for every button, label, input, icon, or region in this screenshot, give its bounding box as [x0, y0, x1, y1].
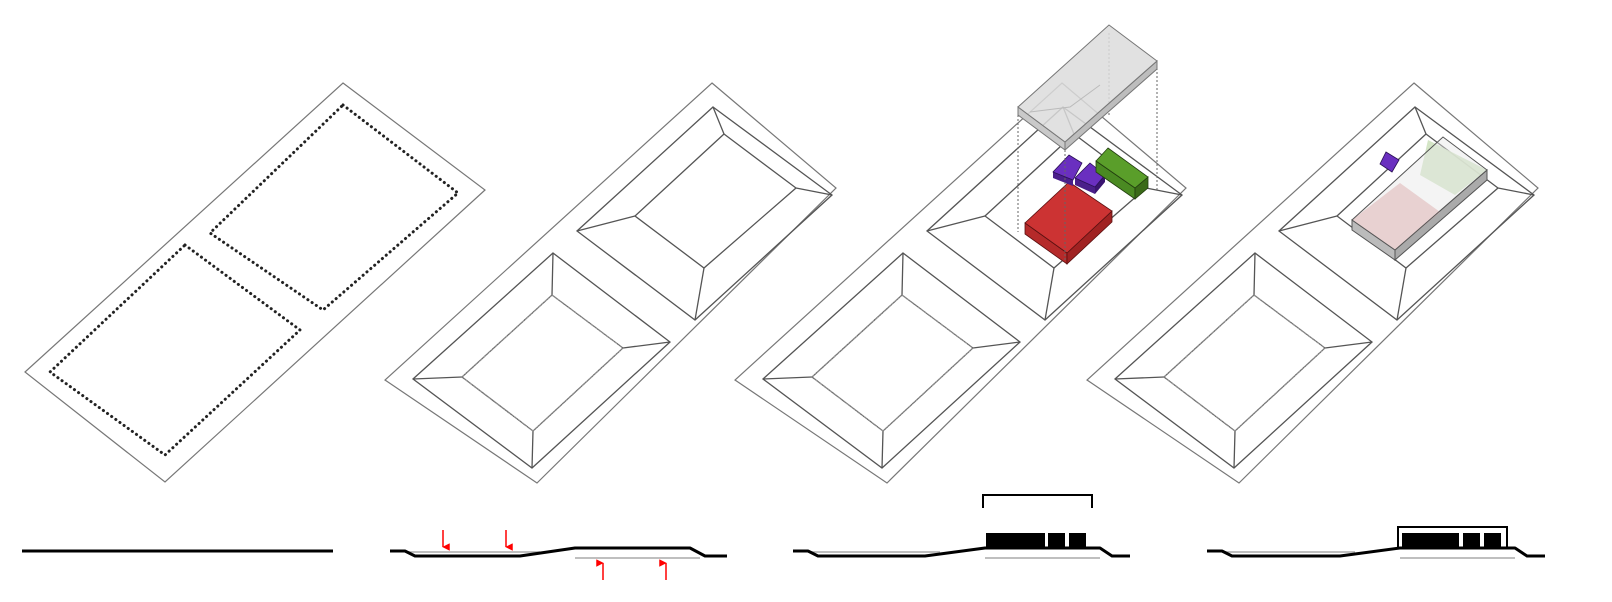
panel-excavate-raise [385, 83, 836, 483]
section-2 [390, 530, 727, 580]
section-3 [793, 494, 1130, 559]
dotted-plot-lower [47, 243, 303, 457]
site-outline [24, 82, 486, 483]
panel-site [24, 82, 486, 483]
section-4 [1207, 526, 1545, 559]
green-block [1095, 147, 1149, 200]
panel-final-massing [1087, 83, 1538, 483]
red-block [1024, 181, 1113, 265]
roof-canopy [1017, 24, 1158, 152]
dotted-plot-upper [207, 103, 461, 312]
roof-bracket [982, 494, 1093, 508]
panel-insert-program [735, 83, 1186, 483]
program-blocks [1017, 24, 1158, 265]
final-building [1351, 136, 1488, 262]
roof-outline [1397, 526, 1508, 548]
